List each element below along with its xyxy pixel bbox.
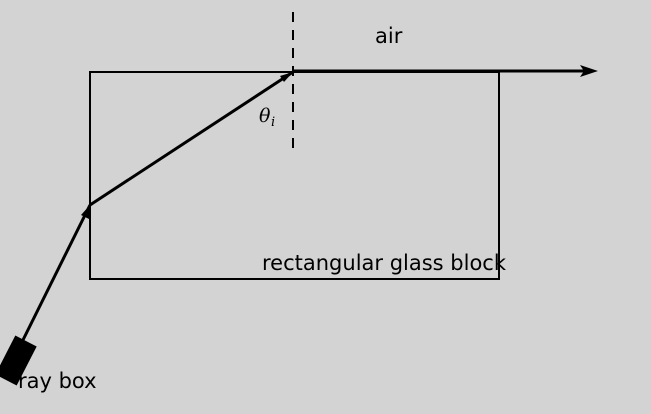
incident-ray-arrowhead [81,205,90,219]
air-label: air [375,24,403,48]
incident-ray [18,204,92,347]
refracted-ray [89,70,294,207]
ray-box [0,335,37,386]
angle-label: θ [259,105,271,127]
angle-label-subscript: i [271,115,275,130]
ray-box-label: ray box [18,369,97,393]
refracted-ray-arrowhead [280,72,293,82]
emergent-ray-arrowhead [580,65,598,77]
glass-block [89,71,500,280]
glass-block-label: rectangular glass block [262,251,507,275]
